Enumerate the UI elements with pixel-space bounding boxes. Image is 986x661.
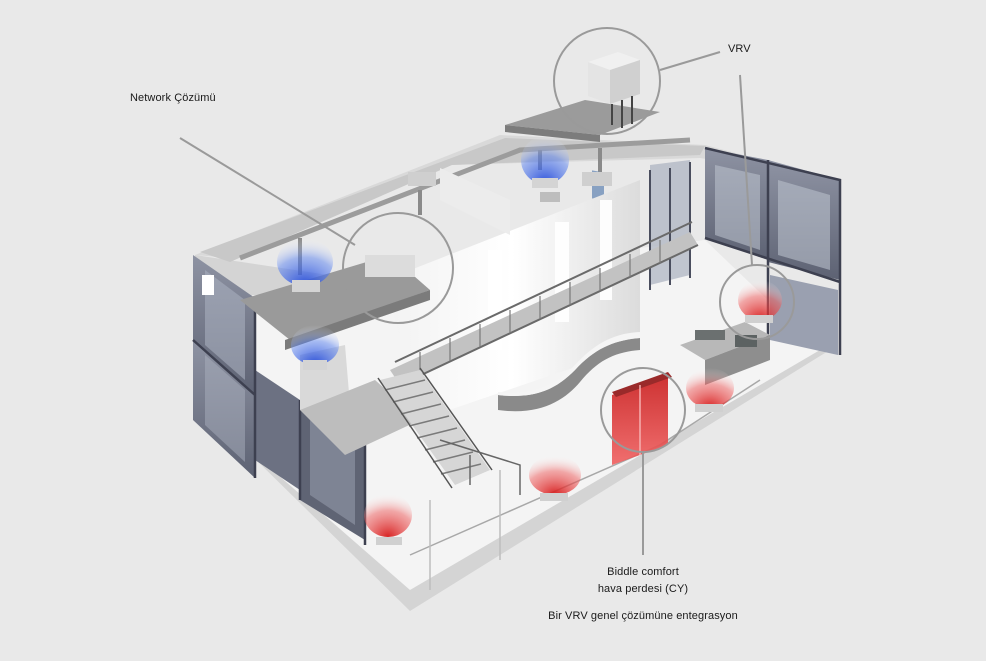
- biddle-label-line1: Biddle comfort: [607, 566, 679, 578]
- heater-callout-circle: [719, 264, 795, 340]
- staircase: [377, 367, 521, 495]
- refrigerant-duct: [239, 137, 691, 261]
- right-glass-facade: [649, 146, 842, 355]
- roof-edge: [200, 138, 705, 262]
- vrv-label: VRV: [728, 43, 751, 55]
- biddle-label-line2: hava perdesi (CY): [597, 583, 689, 595]
- vrv-callout-circle: [553, 27, 661, 135]
- network-callout-circle: [342, 212, 454, 324]
- walkway-bridge: [390, 221, 699, 386]
- heating-airflow-plumes: [364, 280, 782, 545]
- indoor-units: [292, 172, 612, 370]
- network-solution-label: Network Çözümü: [130, 92, 216, 104]
- biddle-air-curtain: [612, 372, 672, 465]
- reception-counter: [498, 332, 640, 412]
- integration-label: Bir VRV genel çözümüne entegrasyon: [548, 610, 738, 622]
- cooling-airflow-plumes: [277, 136, 569, 365]
- callout-leaders: [179, 51, 753, 555]
